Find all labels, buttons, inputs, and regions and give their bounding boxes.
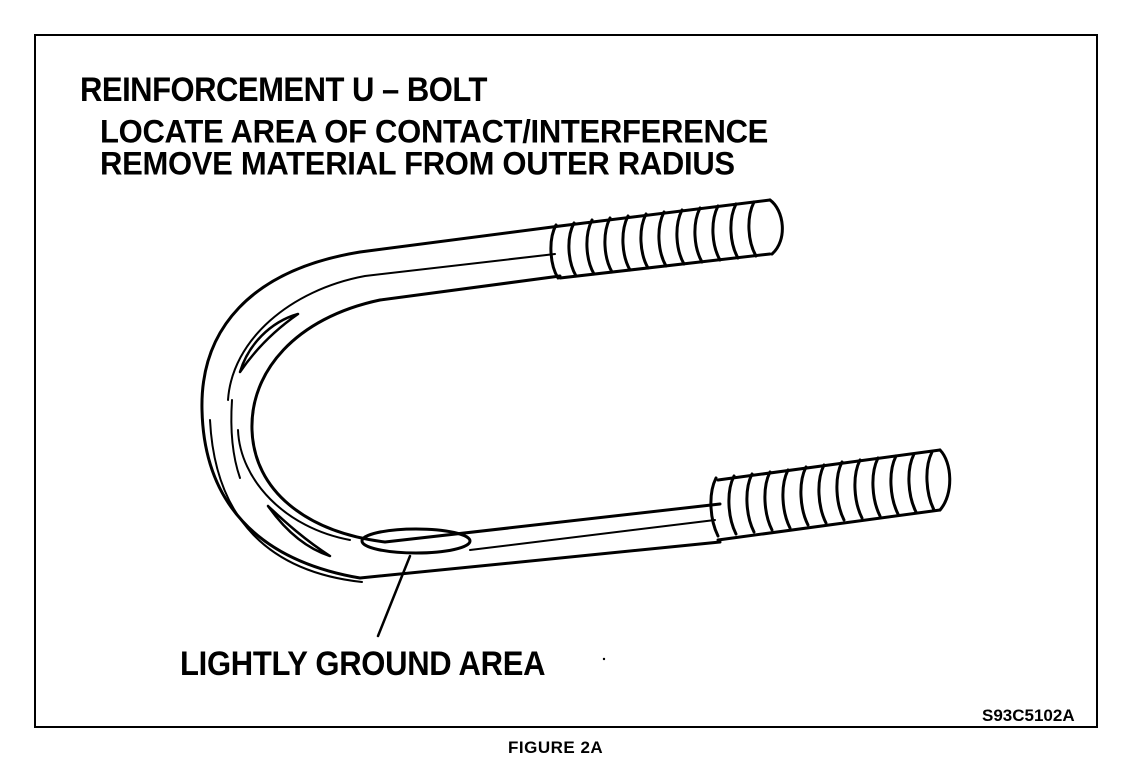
instruction-line-1: LOCATE AREA OF CONTACT/INTERFERENCE [100,113,769,150]
callout-label: LIGHTLY GROUND AREA [180,644,546,683]
bolt-highlight-top [227,253,556,401]
bolt-highlight-bottom [237,429,351,541]
ground-area-lower [266,504,332,558]
ground-area-highlight [360,527,472,555]
instruction-line-2: REMOVE MATERIAL FROM OUTER RADIUS [100,145,735,182]
figure-frame [34,34,1098,728]
figure-caption: FIGURE 2A [508,738,604,757]
upper-thread [549,198,784,280]
bolt-highlight-bottom-2 [469,519,716,551]
ground-area-upper [238,312,300,374]
ground-area-inner-bend [230,399,241,479]
callout-leader [376,554,412,638]
stray-dot [602,657,606,661]
bolt-inner-edge [250,274,722,544]
lower-thread [709,448,952,542]
reference-code: S93C5102A [982,706,1075,725]
figure-title: REINFORCEMENT U – BOLT [80,70,487,109]
bolt-outer-edge [200,224,722,580]
bolt-side-edge [209,419,363,583]
